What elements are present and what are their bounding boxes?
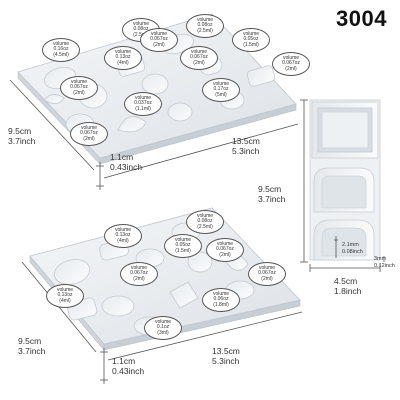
side-dimension-lines	[300, 99, 385, 272]
top-dimension-lines	[9, 79, 299, 190]
product-code: 3004	[336, 6, 387, 31]
side-mold	[309, 99, 381, 261]
